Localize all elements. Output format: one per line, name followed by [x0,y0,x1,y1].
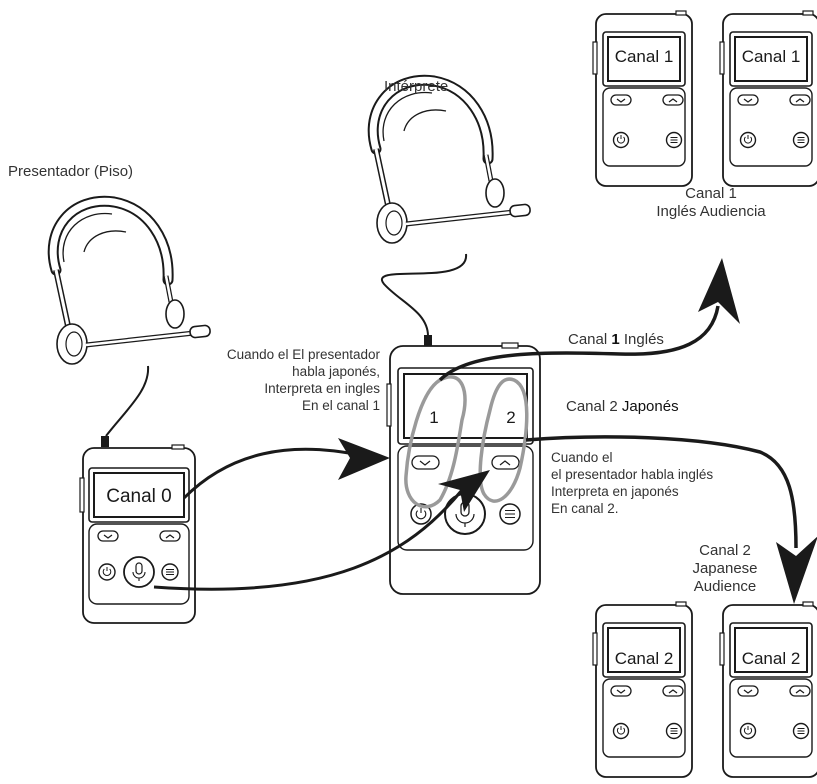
route-channel2-prefix: Canal 2 [566,398,618,415]
audience-receiver-ch1-a [592,10,693,187]
interpreter-channel-right: 2 [506,408,515,427]
route-channel1-suffix: Inglés [623,331,664,348]
arrow-to-channel1-audience [438,305,720,382]
presenter-note-line-3: Interpreta en ingles [264,381,380,396]
audience2-caption-line-2: Japanese [692,560,758,577]
presenter-transmitter [79,444,196,624]
route-channel2-suffix: Japonés [621,398,679,415]
audience1b-screen-text: Canal 1 [742,47,801,66]
audience1-caption: Canal 1 Inglés Audiencia [636,185,786,221]
presenter-note-line-2: habla japonés, [292,364,380,379]
audience1-caption-line-2: Inglés Audiencia [656,203,766,220]
route-channel2-label: Canal 2 Japonés [566,398,679,416]
presenter-label: Presentador (Piso) [8,163,134,180]
audience-receiver-ch1-b [719,10,817,187]
audience2b-screen-text: Canal 2 [742,649,801,668]
interpreter-console [386,342,541,595]
audience1-caption-line-1: Canal 1 [685,185,737,202]
presenter-note: Cuando el El presentador habla japonés, … [160,346,380,414]
audience2-caption-line-1: Canal 2 [699,542,751,559]
interpreter-label: Intérprete [384,78,449,95]
arrow-presenter-mic-to-interpreter [153,489,464,591]
route-channel1-label: Canal 1 Inglés [568,331,664,349]
audience-receiver-ch2-b [719,601,817,778]
presenter-note-line-1: Cuando el El presentador [226,347,380,362]
audience-receiver-ch2-a [592,601,693,778]
route-channel1-number: 1 [611,331,620,348]
arrow-to-channel2-audience [525,435,798,549]
interpreter-channel-left: 1 [429,408,438,427]
audience2-caption: Canal 2 Japanese Audience [650,542,800,596]
audience2-caption-line-3: Audience [693,578,757,595]
interpreter-note: Cuando el el presentador habla inglés In… [551,449,713,517]
interpreter-note-line-1: Cuando el [551,450,613,465]
presenter-headset-icon [53,201,210,447]
presenter-note-line-4: En el canal 1 [301,398,380,413]
interpreter-note-line-4: En canal 2. [551,501,619,516]
route-channel1-prefix: Canal [568,331,608,348]
interpreter-note-line-3: Interpreta en japonés [551,484,679,499]
presenter-screen-text: Canal 0 [106,486,172,507]
flow-arrows [153,258,817,604]
interpreter-note-line-2: el presentador habla inglés [551,467,714,482]
audience1a-screen-text: Canal 1 [615,47,674,66]
interpreter-headset-icon [373,80,530,347]
audience2a-screen-text: Canal 2 [615,649,674,668]
arrow-presenter-to-interpreter [182,447,365,500]
